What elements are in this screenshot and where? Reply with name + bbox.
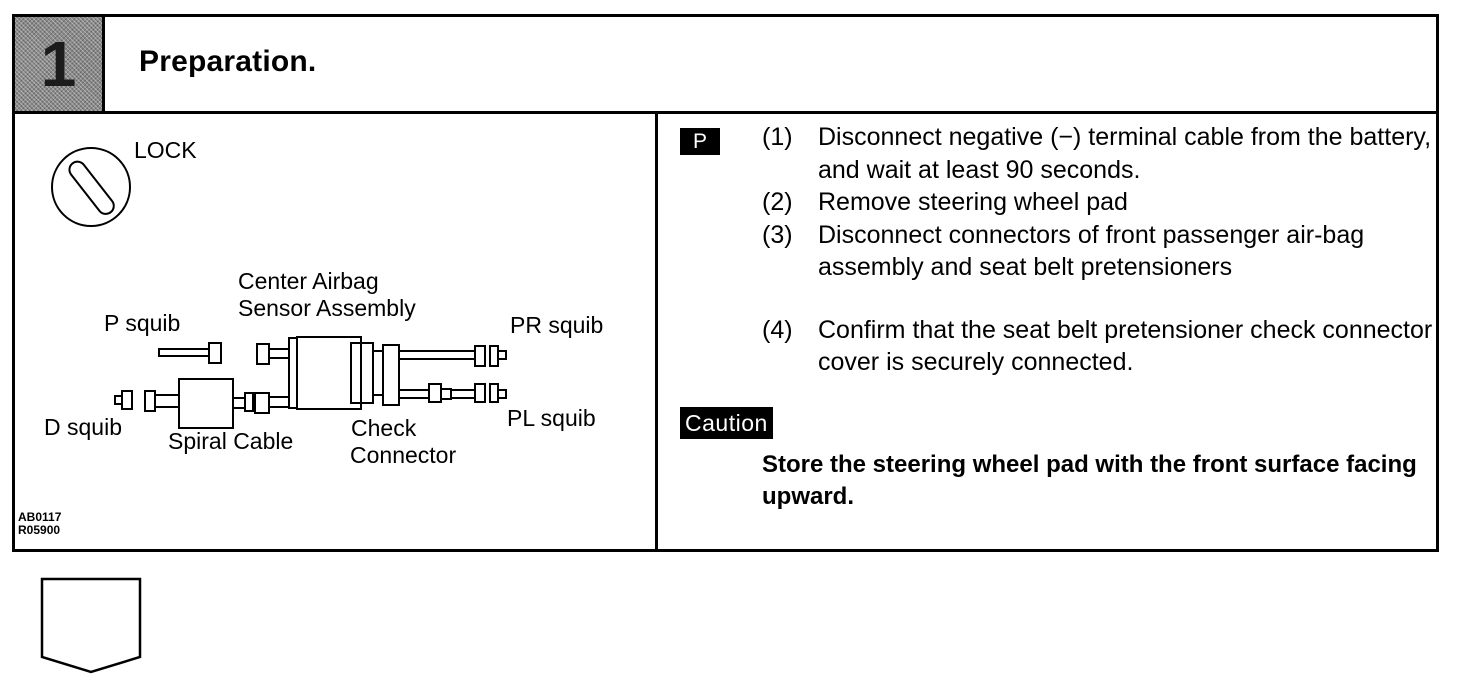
- step-index: (4): [762, 315, 793, 344]
- procedure-badge: P: [680, 128, 720, 155]
- step-text: Disconnect connectors of front passenger…: [818, 220, 1365, 282]
- p-squib-label: P squib: [104, 310, 180, 336]
- procedure-steps: (1) Disconnect negative (−) terminal cab…: [762, 121, 1442, 379]
- spiral-cable-label: Spiral Cable: [168, 428, 293, 454]
- caution-badge: Caution: [680, 407, 773, 439]
- section-header: 1 Preparation.: [15, 17, 1436, 114]
- caution-text: Store the steering wheel pad with the fr…: [762, 451, 1417, 510]
- step-index: (3): [762, 220, 793, 249]
- airbag-wiring-diagram: LOCK Center Airbag Sensor Assembly P squ…: [44, 137, 603, 468]
- d-squib-label: D squib: [44, 414, 122, 440]
- check-connector-label-line1: Check: [351, 415, 417, 441]
- wiring-harness: [114, 336, 507, 429]
- step-text: Confirm that the seat belt pretensioner …: [818, 315, 1433, 377]
- procedure-step: (4) Confirm that the seat belt pretensio…: [762, 314, 1442, 379]
- step-number-box: 1: [15, 17, 105, 111]
- procedure-step: (2) Remove steering wheel pad: [762, 186, 1442, 219]
- figure-code-1: AB0117: [18, 510, 62, 524]
- step-index: (2): [762, 188, 793, 216]
- section-title: Preparation.: [139, 45, 317, 78]
- checkbox-pentagon-icon: [40, 577, 142, 674]
- step-index: (1): [762, 123, 793, 151]
- diagram-panel: LOCK Center Airbag Sensor Assembly P squ…: [15, 111, 658, 549]
- center-airbag-label-line1: Center Airbag: [238, 268, 379, 294]
- procedure-frame: 1 Preparation. LOCK Center Airbag Sensor…: [12, 14, 1439, 552]
- instructions-panel: P (1) Disconnect negative (−) terminal c…: [658, 111, 1436, 549]
- procedure-step: (3) Disconnect connectors of front passe…: [762, 219, 1442, 284]
- step-text: Disconnect negative (−) terminal cable f…: [818, 123, 1432, 184]
- pl-squib-label: PL squib: [507, 405, 596, 431]
- ignition-lock-icon: [51, 147, 131, 227]
- figure-code-2: R05900: [18, 523, 61, 537]
- pr-squib-label: PR squib: [510, 312, 603, 338]
- step-number: 1: [40, 28, 77, 100]
- procedure-step: (1) Disconnect negative (−) terminal cab…: [762, 121, 1442, 186]
- center-airbag-label-line2: Sensor Assembly: [238, 295, 416, 321]
- check-connector-label-line2: Connector: [350, 442, 456, 468]
- lock-label: LOCK: [134, 137, 197, 163]
- step-text: Remove steering wheel pad: [818, 188, 1128, 216]
